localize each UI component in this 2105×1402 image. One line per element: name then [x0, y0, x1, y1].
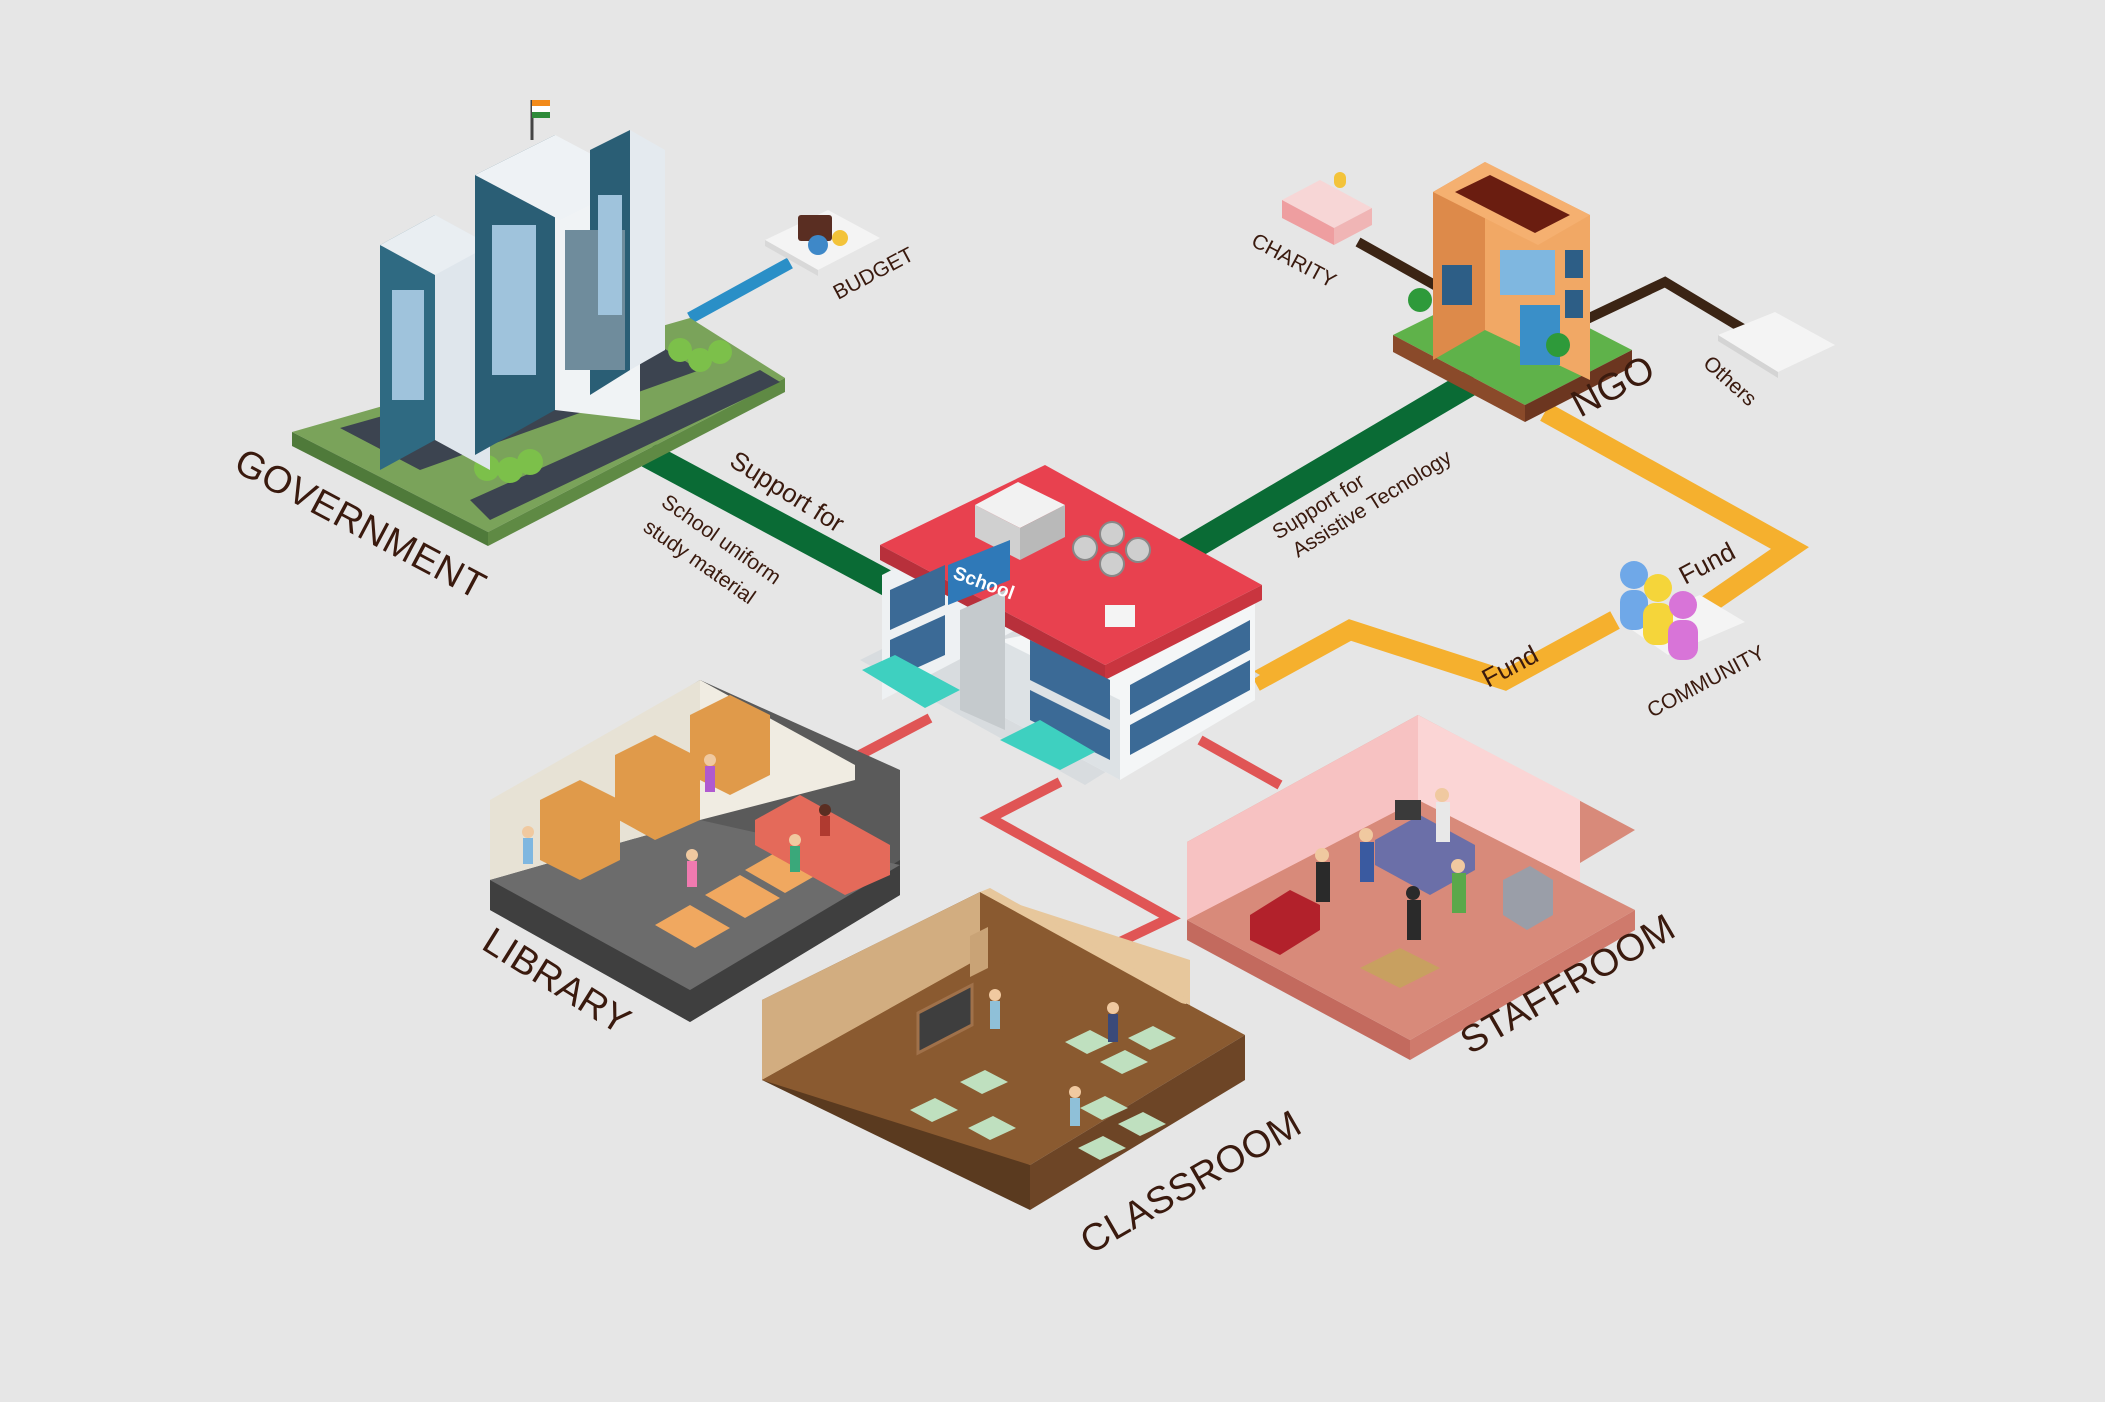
pie-chart-icon: [808, 235, 828, 255]
government-building: [292, 100, 785, 546]
ngo-tree-left-icon: [1408, 288, 1432, 312]
sofa-icon: [1250, 890, 1320, 955]
community-node: [1620, 561, 1745, 660]
classroom-room: [762, 888, 1245, 1210]
budget-node: [765, 210, 880, 276]
library-counter: [755, 795, 890, 895]
budget-link: [687, 257, 793, 324]
connectors: [641, 237, 1809, 947]
flag-icon: [530, 100, 550, 140]
library-people-icons: [522, 754, 831, 887]
school-building: [860, 465, 1262, 785]
gov-school-link: [641, 443, 907, 602]
staff-people-icons: [1315, 788, 1466, 940]
classroom-link: [979, 777, 1181, 947]
window-grid: [392, 195, 625, 400]
community-label: COMMUNITY: [1644, 641, 1769, 722]
staffroom-link: [1197, 735, 1283, 790]
tree-icons: [474, 338, 732, 483]
ac-unit-icons: [1072, 521, 1151, 577]
staffroom-room: [1187, 715, 1635, 1060]
classroom-people-icons: [989, 989, 1119, 1126]
pool-left: [862, 655, 960, 708]
ngo-school-link: [1163, 368, 1482, 572]
people-icon: [1620, 561, 1698, 660]
blackboard-icon: [916, 982, 974, 1056]
coin-icon: [1334, 172, 1346, 188]
coins-icon: [832, 230, 848, 246]
charity-box: [1282, 172, 1372, 245]
library-room: [490, 680, 900, 1022]
study-table-icons: [655, 850, 820, 948]
ngo-tree-right-icon: [1546, 333, 1570, 357]
ngo-building: [1393, 162, 1632, 422]
coffee-table-icon: [1360, 948, 1440, 988]
cabinet-icon: [1503, 866, 1553, 930]
ngo-others-link: [1582, 276, 1748, 335]
school-windows: [890, 565, 1250, 760]
others-node: [1718, 312, 1835, 378]
monitor-icon: [1395, 800, 1421, 820]
briefcase-icon: [798, 215, 832, 241]
fund-path: [1250, 403, 1809, 691]
charity-ngo-link: [1355, 237, 1443, 293]
bookshelf-icons: [540, 695, 770, 880]
pool-right: [1000, 720, 1095, 770]
student-desk-icons: [910, 1026, 1176, 1160]
